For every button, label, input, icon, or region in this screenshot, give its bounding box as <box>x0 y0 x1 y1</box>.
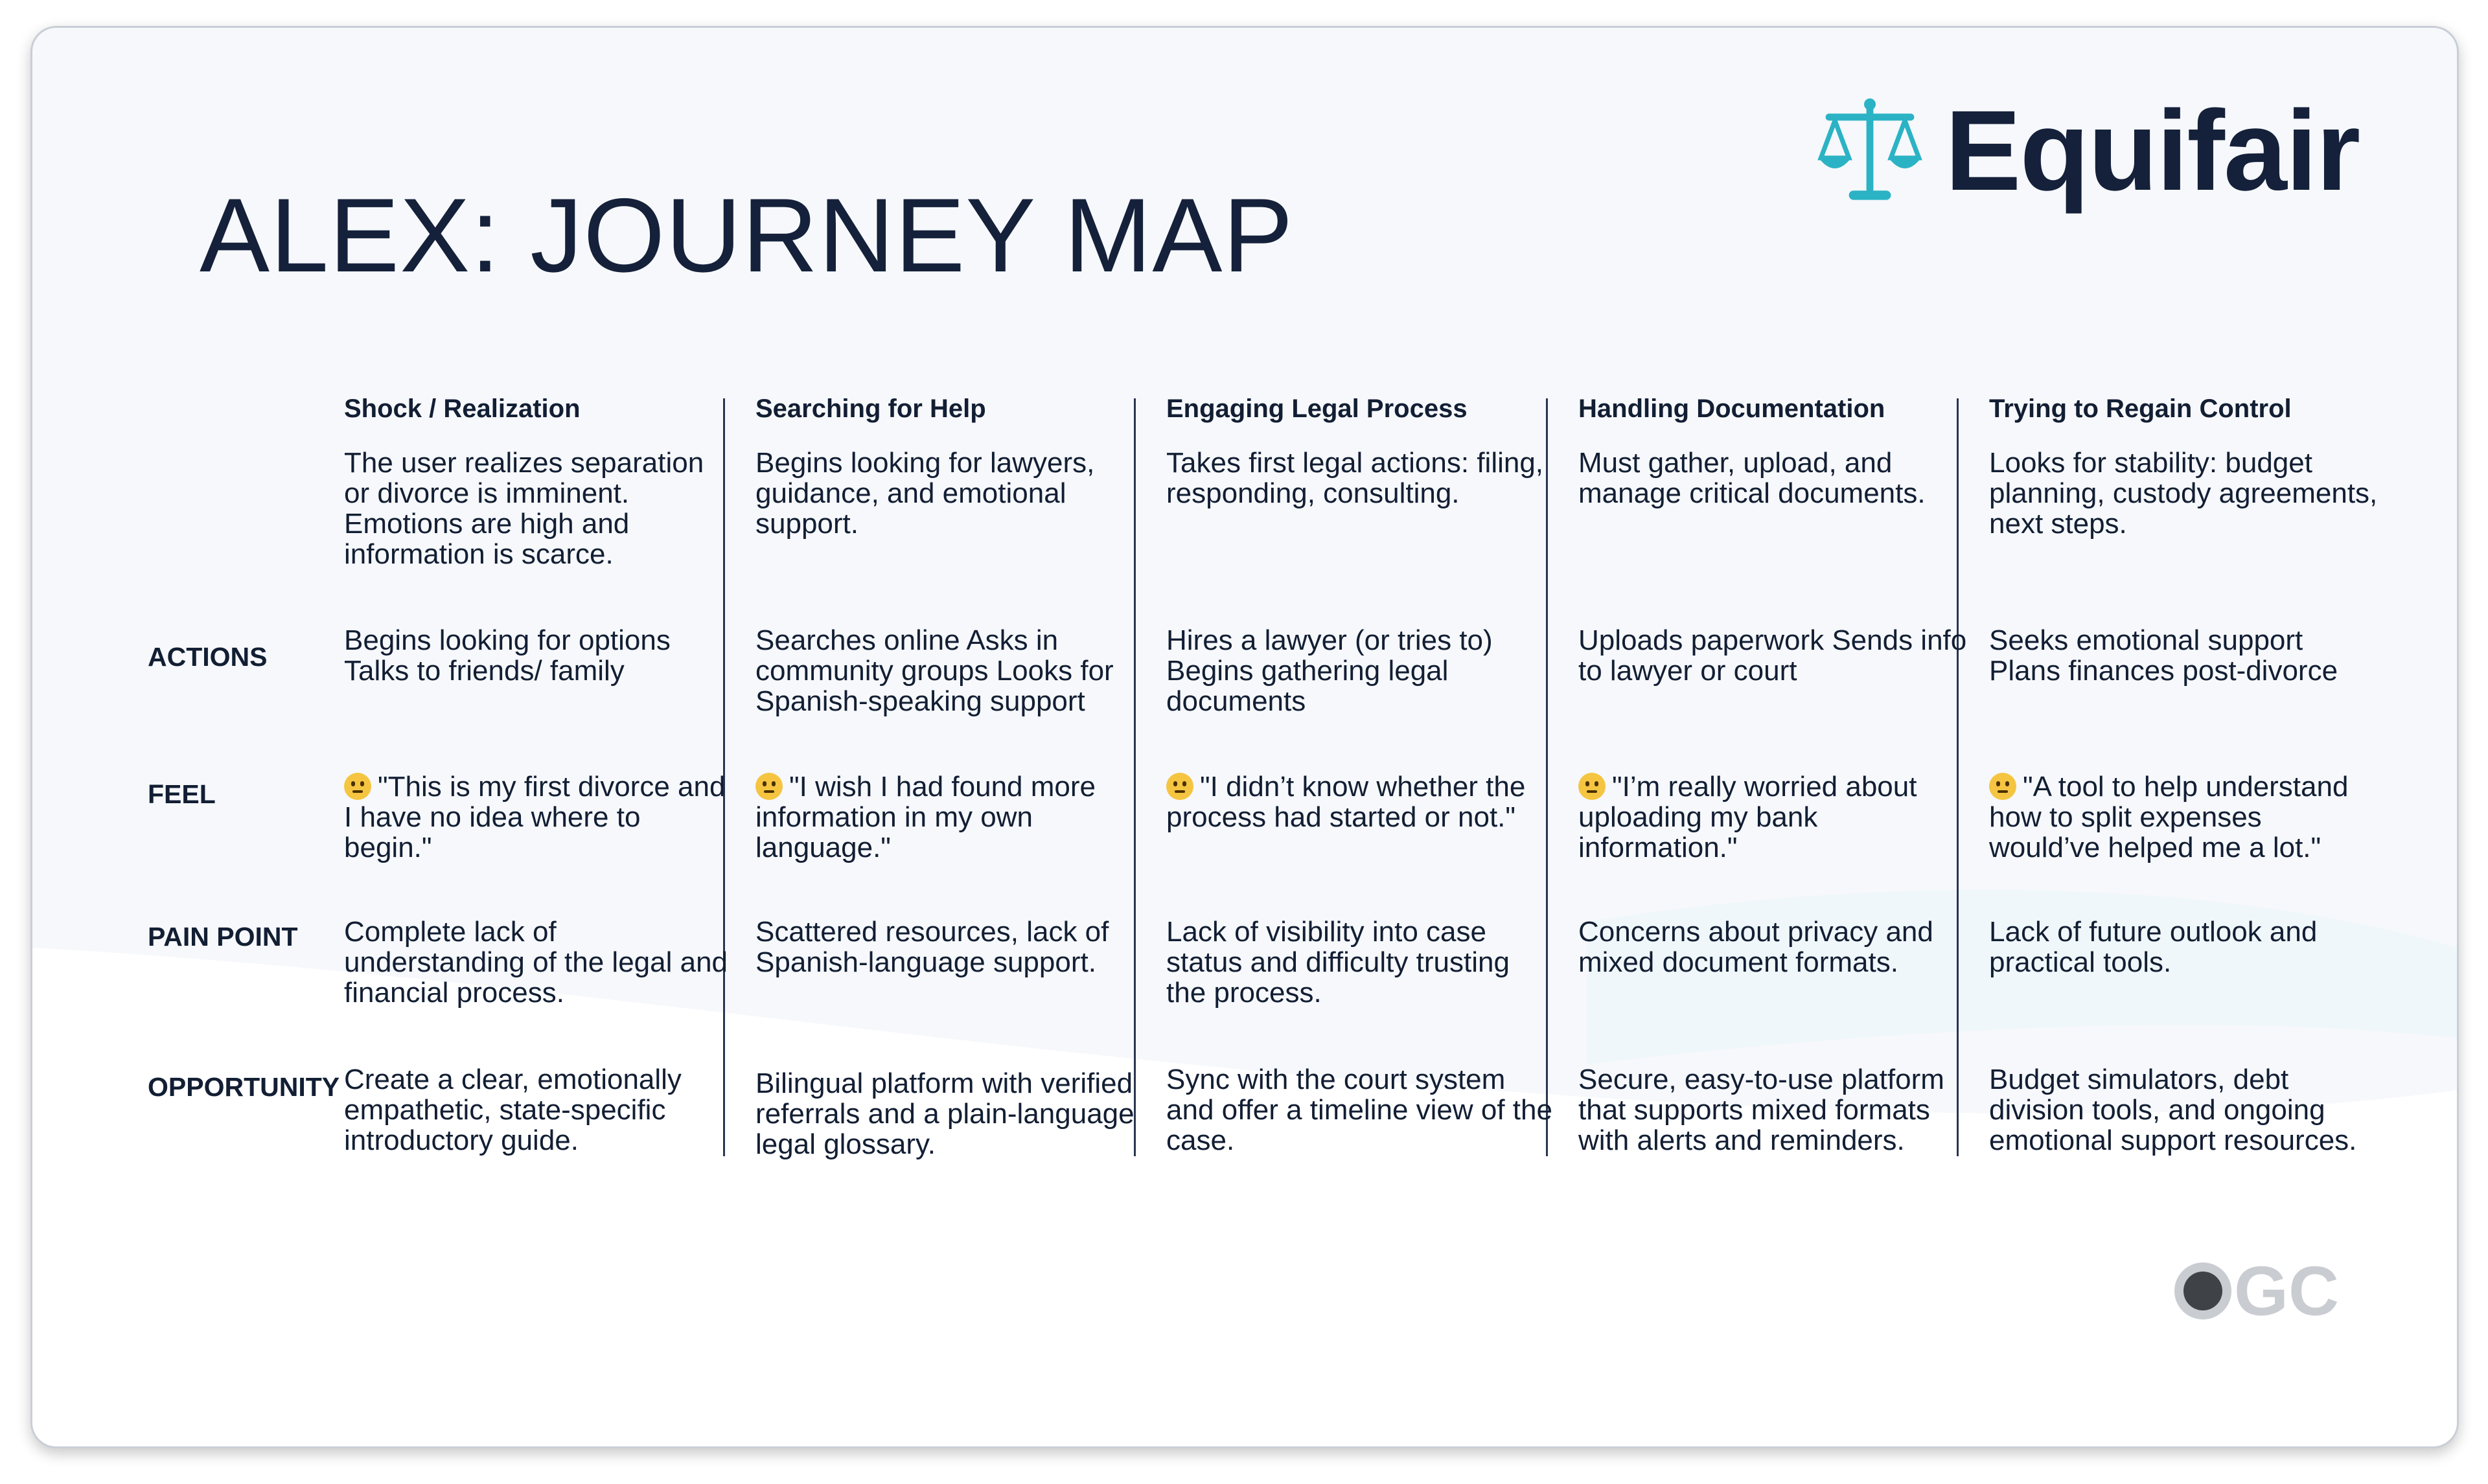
column-divider <box>1546 398 1548 1156</box>
stage-feel: "A tool to help understand how to split … <box>1989 771 2349 863</box>
stage-title: Shock / Realization <box>344 394 581 423</box>
column-divider <box>1134 398 1136 1156</box>
column-divider <box>723 398 725 1156</box>
page-title: ALEX: JOURNEY MAP <box>200 177 1294 294</box>
stage-pain-point: Lack of visibility into case status and … <box>1166 916 1510 1009</box>
stage-pain-point: Concerns about privacy and mixed documen… <box>1578 916 1933 978</box>
scales-icon <box>1817 98 1922 200</box>
background-wave <box>32 889 2457 1446</box>
row-label-pain-point: PAIN POINT <box>148 922 298 952</box>
ogc-logo-text: GC <box>2234 1255 2339 1327</box>
stage-description: Looks for stability: budget planning, cu… <box>1989 447 2378 540</box>
stage-actions: Begins looking for options Talks to frie… <box>344 624 671 687</box>
angry-face-icon <box>1166 773 1193 800</box>
stage-opportunity: Create a clear, emotionally empathetic, … <box>344 1064 682 1156</box>
stage-opportunity: Sync with the court system and offer a t… <box>1166 1064 1552 1156</box>
stage-feel: "I’m really worried about uploading my b… <box>1578 771 1917 863</box>
stage-description: Begins looking for lawyers, guidance, an… <box>755 447 1095 540</box>
worried-face-icon <box>344 773 371 800</box>
stage-title: Searching for Help <box>755 394 986 423</box>
row-label-actions: ACTIONS <box>148 642 268 672</box>
stage-description: The user realizes separation or divorce … <box>344 447 704 570</box>
equifair-logo: Equifair <box>1812 87 2360 214</box>
ogc-logo: GC <box>2174 1255 2339 1327</box>
stage-title: Handling Documentation <box>1578 394 1885 423</box>
stage-actions: Uploads paperwork Sends info to lawyer o… <box>1578 624 1967 687</box>
stage-description: Takes first legal actions: filing, respo… <box>1166 447 1544 509</box>
column-divider <box>1957 398 1959 1156</box>
stage-opportunity: Budget simulators, debt division tools, … <box>1989 1064 2357 1156</box>
weary-face-icon <box>1989 773 2016 800</box>
stage-pain-point: Lack of future outlook and practical too… <box>1989 916 2318 978</box>
stage-description: Must gather, upload, and manage critical… <box>1578 447 1926 509</box>
stage-actions: Hires a lawyer (or tries to) Begins gath… <box>1166 624 1493 717</box>
stage-opportunity: Secure, easy-to-use platform that suppor… <box>1578 1064 1944 1156</box>
stage-feel: "I didn’t know whether the process had s… <box>1166 771 1526 833</box>
stage-title: Trying to Regain Control <box>1989 394 2292 423</box>
brand-name: Equifair <box>1945 87 2360 214</box>
confused-face-icon <box>755 773 783 800</box>
stage-title: Engaging Legal Process <box>1166 394 1468 423</box>
row-label-opportunity: OPPORTUNITY <box>148 1072 340 1102</box>
stage-feel: "I wish I had found more information in … <box>755 771 1096 863</box>
stage-actions: Seeks emotional support Plans finances p… <box>1989 624 2338 687</box>
row-label-feel: FEEL <box>148 779 216 809</box>
stage-pain-point: Complete lack of understanding of the le… <box>344 916 728 1009</box>
persevering-face-icon <box>1578 773 1606 800</box>
stage-actions: Searches online Asks in community groups… <box>755 624 1114 717</box>
stage-pain-point: Scattered resources, lack of Spanish-lan… <box>755 916 1109 978</box>
stage-opportunity: Bilingual platform with verified referra… <box>755 1067 1135 1160</box>
stage-feel: "This is my first divorce and I have no … <box>344 771 726 863</box>
journey-map-slide: ALEX: JOURNEY MAP Equifair ACTIONS FEEL … <box>30 26 2459 1448</box>
